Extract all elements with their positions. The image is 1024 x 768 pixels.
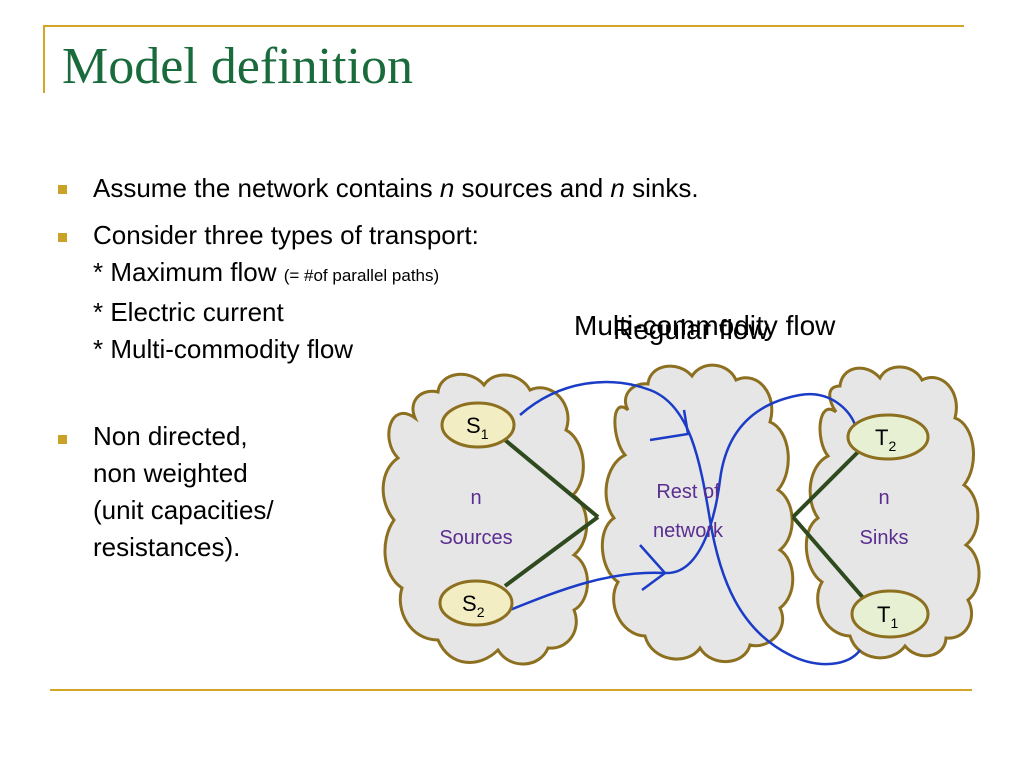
node-s2-letter: S xyxy=(462,591,477,616)
node-t2-shape xyxy=(846,413,930,461)
bullet-marker xyxy=(58,185,67,194)
bullet-3-text: Non directed, non weighted (unit capacit… xyxy=(93,418,274,566)
edge-s1-network xyxy=(503,438,600,519)
network-edges xyxy=(503,438,867,602)
caption-regular-flow: Regular flow xyxy=(613,314,769,345)
bullet-3-line-3: (unit capacities/ xyxy=(93,495,274,525)
frame-left-line xyxy=(43,25,45,93)
node-t2-label: T2 xyxy=(875,425,896,454)
bullet-1-prefix: Assume the network contains xyxy=(93,173,440,203)
node-t1-index: 1 xyxy=(890,615,898,631)
edge-s2-network xyxy=(503,515,600,588)
node-t2-letter: T xyxy=(875,425,888,450)
bullet-1-middle: sources and xyxy=(454,173,611,203)
sources-cloud xyxy=(381,372,589,666)
sinks-cloud-label-n: n xyxy=(878,487,889,509)
bullet-3-line-2: non weighted xyxy=(93,458,248,488)
network-cloud-label-1: Rest of xyxy=(656,481,720,503)
node-s1: S1 xyxy=(440,401,516,449)
maximum-flow-text: * Maximum flow xyxy=(93,257,284,287)
bullet-3-line-1: Non directed, xyxy=(93,421,248,451)
node-s1-label: S1 xyxy=(466,413,489,442)
network-cloud-label-2: network xyxy=(653,520,724,542)
caption-multi-commodity-flow: Multi-commodity flow xyxy=(574,310,836,341)
edge-network-t2 xyxy=(791,450,860,519)
bullet-2-line-1: Consider three types of transport: xyxy=(93,220,479,250)
edge-network-t1 xyxy=(791,515,867,602)
node-t1: T1 xyxy=(850,589,930,639)
flow-arrowhead-lower xyxy=(639,544,667,592)
flow-curves xyxy=(509,380,862,666)
node-s1-index: 1 xyxy=(481,426,489,442)
sources-cloud-label: Sources xyxy=(439,527,512,549)
node-s2-shape xyxy=(438,579,514,627)
node-s2: S2 xyxy=(438,579,514,627)
sinks-cloud-label: Sinks xyxy=(860,527,909,549)
bullet-2-line-2: * Maximum flow (= #of parallel paths) xyxy=(93,254,479,294)
bullet-1-suffix: sinks. xyxy=(624,173,699,203)
slide-title: Model definition xyxy=(62,38,413,95)
flow-path-s1-to-t1 xyxy=(519,380,862,666)
node-t2: T2 xyxy=(846,413,930,461)
flow-arrowhead-upper xyxy=(649,409,690,442)
node-s1-letter: S xyxy=(466,413,481,438)
bullet-marker xyxy=(58,233,67,242)
node-s1-shape xyxy=(440,401,516,449)
frame-top-line xyxy=(43,25,964,27)
node-s2-label: S2 xyxy=(462,591,485,620)
node-t1-label: T1 xyxy=(877,602,898,631)
bullet-3-line-4: resistances). xyxy=(93,532,241,562)
rest-of-network-cloud xyxy=(600,363,795,664)
flow-path-s2-to-t2 xyxy=(509,392,857,612)
bullet-1-text: Assume the network contains n sources an… xyxy=(93,170,699,207)
bullet-2-line-3: * Electric current xyxy=(93,297,284,327)
sources-cloud-label-n: n xyxy=(470,487,481,509)
node-t1-shape xyxy=(850,589,930,639)
bullet-1-italic-n-2: n xyxy=(610,173,625,203)
bullet-2-text: Consider three types of transport: * Max… xyxy=(93,217,479,368)
maximum-flow-note: (= #of parallel paths) xyxy=(283,266,440,285)
node-t1-letter: T xyxy=(877,602,890,627)
bullet-2-line-4: * Multi-commodity flow xyxy=(93,334,354,364)
node-s2-index: 2 xyxy=(477,604,485,620)
frame-bottom-line xyxy=(50,689,972,691)
node-t2-index: 2 xyxy=(888,438,896,454)
bullet-marker xyxy=(58,435,67,444)
bullet-1-italic-n: n xyxy=(439,173,455,203)
